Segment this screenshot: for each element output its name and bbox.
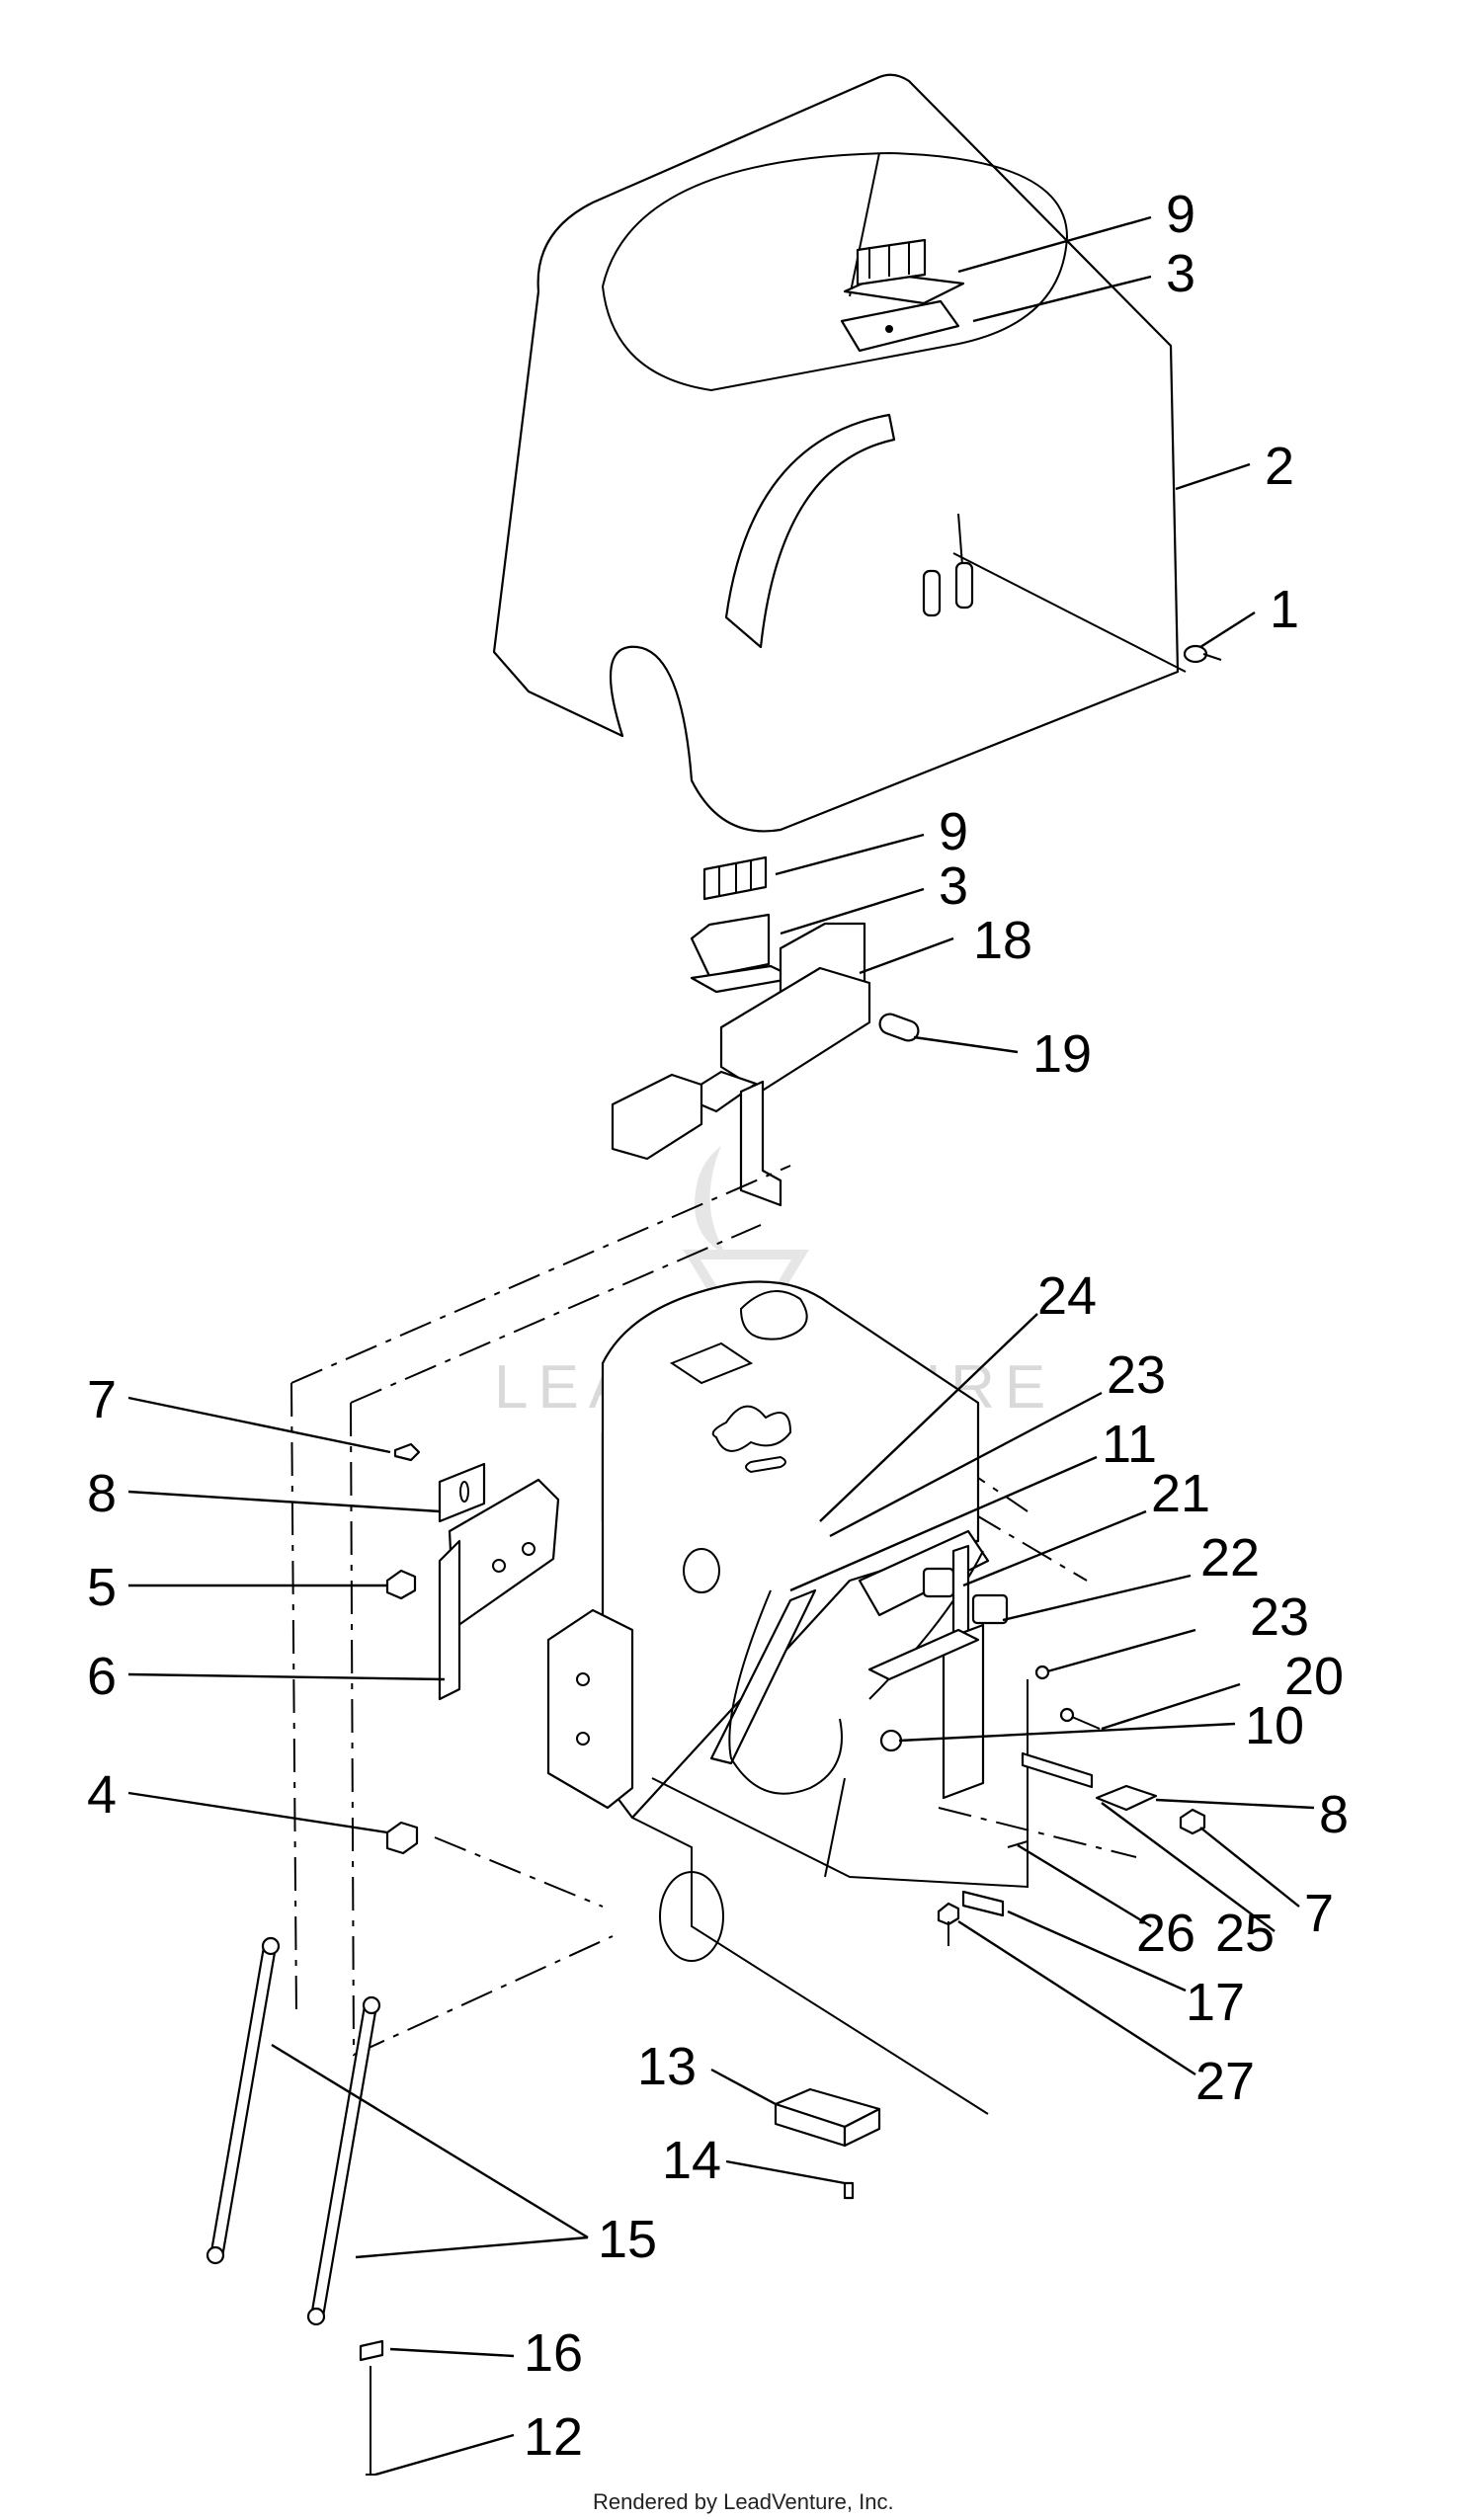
leader-19: [913, 1035, 1019, 1054]
leader-8a: [127, 1490, 441, 1513]
callout-17: 17: [1186, 1973, 1245, 2032]
leader-3b: [780, 887, 925, 935]
leader-15a: [271, 2043, 589, 2239]
leader-14: [725, 2159, 846, 2185]
callout-25: 25: [1215, 1904, 1275, 1963]
callout-24: 24: [1037, 1266, 1097, 1326]
callout-21: 21: [1151, 1464, 1210, 1523]
leader-6: [127, 1672, 446, 1681]
leader-13: [710, 2068, 777, 2106]
leader-9a: [957, 215, 1152, 274]
callout-19: 19: [1032, 1024, 1092, 1084]
footer-credit: Rendered by LeadVenture, Inc.: [593, 2489, 894, 2514]
leader-20: [1101, 1682, 1241, 1731]
leader-27: [957, 1919, 1196, 2076]
leader-25: [1101, 1802, 1276, 1932]
linkage-rods: [206, 1936, 384, 2476]
leader-lines: [127, 215, 1315, 2477]
callout-23: 23: [1250, 1587, 1309, 1647]
leader-12: [374, 2433, 515, 2477]
callout-12: 12: [524, 2407, 583, 2467]
left-bracket-group: [385, 1442, 634, 1810]
leader-4: [127, 1791, 388, 1834]
lower-magnet-assembly: [690, 855, 797, 994]
callout-4: 4: [87, 1765, 117, 1825]
callout-11: 11: [1102, 1415, 1157, 1474]
callout-7: 7: [1304, 1884, 1334, 1943]
callout-23: 23: [1107, 1345, 1166, 1405]
leader-18: [859, 936, 954, 975]
callout-9: 9: [1166, 185, 1195, 244]
leader-26: [1017, 1843, 1152, 1928]
callout-9: 9: [939, 802, 968, 861]
leader-24: [819, 1313, 1038, 1522]
console-cover: [492, 73, 1187, 833]
callout-8: 8: [1319, 1785, 1349, 1844]
callout-15: 15: [598, 2210, 657, 2269]
callout-7: 7: [87, 1370, 117, 1429]
callout-2: 2: [1265, 437, 1294, 496]
callout-3: 3: [1166, 244, 1195, 303]
leader-7a: [127, 1396, 391, 1454]
callout-14: 14: [662, 2131, 721, 2190]
callout-27: 27: [1195, 2052, 1255, 2111]
leader-23b: [1046, 1628, 1196, 1673]
callout-3: 3: [939, 856, 968, 916]
mounting-block: [774, 2087, 881, 2200]
leader-22: [1002, 1574, 1192, 1622]
callout-20: 20: [1284, 1647, 1344, 1706]
callout-22: 22: [1200, 1528, 1260, 1587]
screw: [1183, 644, 1222, 664]
control-lever: [611, 922, 920, 1207]
leader-23a: [829, 1391, 1103, 1538]
leader-21: [962, 1509, 1147, 1587]
leader-7b: [1199, 1827, 1300, 1908]
callout-5: 5: [87, 1558, 117, 1617]
leader-1: [1199, 610, 1256, 649]
callout-10: 10: [1245, 1696, 1304, 1755]
callout-16: 16: [524, 2323, 583, 2383]
callout-8: 8: [87, 1464, 117, 1523]
callout-18: 18: [973, 911, 1032, 970]
leader-16: [389, 2347, 515, 2358]
hex-nut: [385, 1821, 419, 1855]
right-hardware: [937, 1665, 1206, 1946]
leader-9b: [775, 833, 925, 876]
leader-17: [1007, 1910, 1187, 1992]
callout-26: 26: [1136, 1904, 1195, 1963]
callout-labels: 9 3 2 1 9 3 18 19 24 23 11 21 22 23 20 1…: [87, 185, 1349, 2467]
leader-8b: [1155, 1798, 1315, 1810]
upper-magnet-assembly: [840, 238, 965, 353]
callout-6: 6: [87, 1647, 117, 1706]
leader-10: [898, 1722, 1236, 1743]
leader-11: [789, 1455, 1098, 1592]
leader-3a: [972, 275, 1152, 323]
brake-linkage: [709, 1529, 1009, 1800]
leader-15b: [355, 2235, 589, 2259]
leader-2: [1175, 462, 1251, 491]
callout-13: 13: [637, 2037, 697, 2096]
callout-1: 1: [1270, 580, 1299, 639]
